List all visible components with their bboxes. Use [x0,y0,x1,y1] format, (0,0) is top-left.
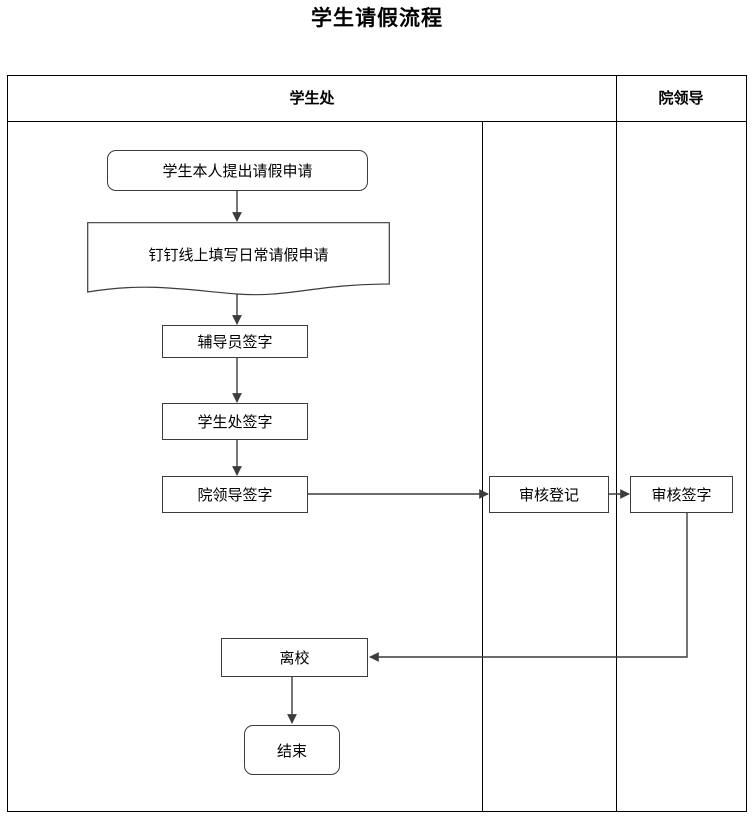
node-leave-school-label: 离校 [279,651,310,667]
node-review-reg-label: 审核登记 [518,488,579,504]
node-leader-sign[interactable]: 院领导签字 [162,476,308,513]
node-affairs-sign-label: 学生处签字 [197,415,273,431]
node-end[interactable]: 结束 [244,725,340,775]
node-start-label: 学生本人提出请假申请 [162,164,313,180]
document-shape-icon [87,222,390,296]
node-review-sign[interactable]: 审核签字 [630,476,733,513]
node-end-label: 结束 [276,743,307,760]
node-counselor-label: 辅导员签字 [197,335,273,351]
node-review-reg[interactable]: 审核登记 [489,476,609,513]
node-start[interactable]: 学生本人提出请假申请 [107,150,368,191]
lane-header-student-affairs: 学生处 [289,91,335,107]
lane-header-college-leader: 院领导 [658,91,704,107]
page-title: 学生请假流程 [311,6,443,30]
node-review-sign-label: 审核签字 [651,488,712,504]
lane-divider-outer [616,76,617,811]
node-dingtalk-label: 钉钉线上填写日常请假申请 [148,248,329,264]
swimlane-table: 学生处 院领导 [7,75,747,812]
edge-review-sign-to-leave-school [369,513,688,662]
swimlane-header-row: 学生处 院领导 [8,76,746,122]
lane-divider-inner [482,122,483,811]
node-affairs-sign[interactable]: 学生处签字 [162,403,308,440]
node-counselor[interactable]: 辅导员签字 [162,325,308,358]
node-dingtalk[interactable]: 钉钉线上填写日常请假申请 [87,222,390,296]
node-leader-sign-label: 院领导签字 [197,488,273,504]
node-leave-school[interactable]: 离校 [221,638,368,677]
